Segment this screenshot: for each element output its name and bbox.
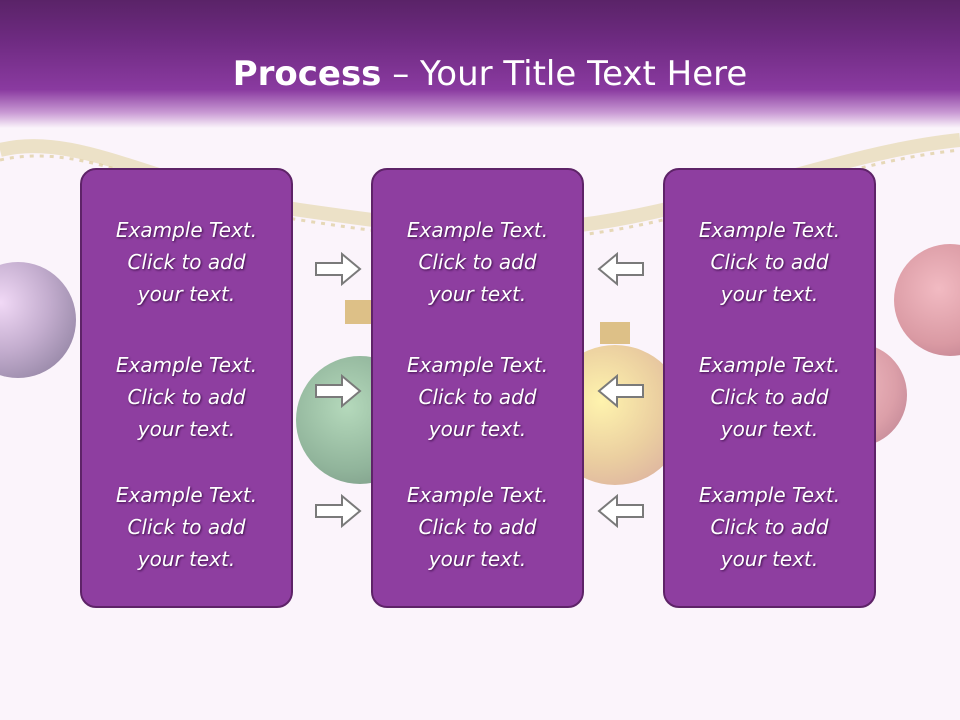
panel-text[interactable]: Example Text. Click to add your text. — [115, 218, 258, 306]
purple-ornament-icon — [0, 262, 76, 378]
process-panel-center[interactable]: Example Text. Click to add your text. Ex… — [371, 168, 584, 608]
arrow-right-icon — [315, 252, 362, 286]
slide-title[interactable]: Process – Your Title Text Here — [0, 52, 960, 96]
title-rest: – Your Title Text Here — [381, 54, 748, 94]
process-panel-right[interactable]: Example Text. Click to add your text. Ex… — [663, 168, 876, 608]
arrow-left-icon — [597, 252, 644, 286]
arrow-left-icon — [597, 494, 644, 528]
panel-text[interactable]: Example Text. Click to add your text. — [698, 353, 841, 441]
panel-text[interactable]: Example Text. Click to add your text. — [115, 353, 258, 441]
arrow-left-icon — [597, 374, 644, 408]
panel-text[interactable]: Example Text. Click to add your text. — [698, 483, 841, 571]
red-ornament-large-icon — [894, 244, 960, 356]
arrow-right-icon — [315, 494, 362, 528]
panel-text[interactable]: Example Text. Click to add your text. — [698, 218, 841, 306]
panel-text[interactable]: Example Text. Click to add your text. — [406, 353, 549, 441]
arrow-right-icon — [315, 374, 362, 408]
title-bar — [0, 0, 960, 128]
panel-text[interactable]: Example Text. Click to add your text. — [406, 483, 549, 571]
title-bold: Process — [232, 54, 382, 94]
panel-text[interactable]: Example Text. Click to add your text. — [406, 218, 549, 306]
process-panel-left[interactable]: Example Text. Click to add your text. Ex… — [80, 168, 293, 608]
panel-text[interactable]: Example Text. Click to add your text. — [115, 483, 258, 571]
